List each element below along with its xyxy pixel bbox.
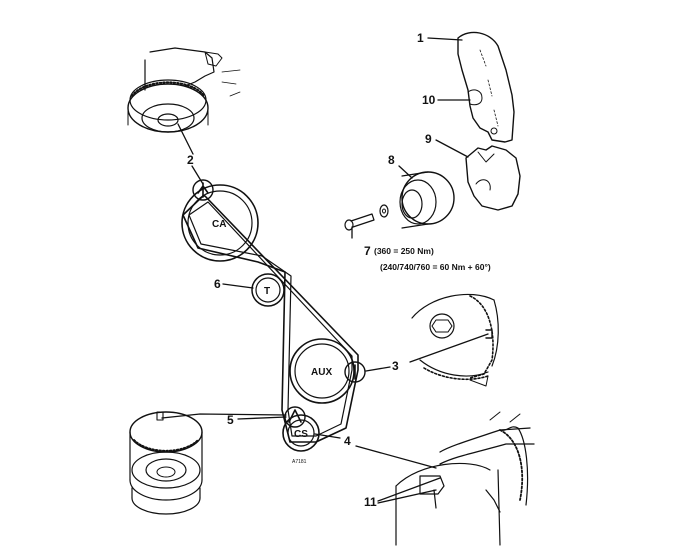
crankshaft-pulley-label: CS <box>294 429 308 440</box>
callout-11: 11 <box>364 495 377 509</box>
bolt-and-washer-7 <box>344 204 389 231</box>
pulley-part-8 <box>399 171 455 229</box>
callout-9: 9 <box>425 132 432 146</box>
figure-code: A7181 <box>292 459 307 465</box>
callout-7: 7 <box>364 244 371 258</box>
camshaft-housing-sketch <box>127 47 241 133</box>
lower-timing-cover <box>465 145 521 211</box>
callout-6: 6 <box>214 277 221 291</box>
tensioner-pulley: T <box>251 273 285 307</box>
timing-belt <box>182 195 359 443</box>
camshaft-pulley-label: CA <box>212 219 226 230</box>
auxiliary-pulley: AUX <box>289 338 355 404</box>
callout-numbers: 1 10 9 8 2 7 6 3 5 4 11 <box>187 31 436 509</box>
tensioner-pulley-label: T <box>264 286 270 297</box>
callout-1: 1 <box>417 31 424 45</box>
callout-3: 3 <box>392 359 399 373</box>
camshaft-pulley: CA <box>181 184 259 262</box>
crank-gear-detail-11 <box>395 411 535 546</box>
callout-10: 10 <box>422 93 436 107</box>
sprocket-detail-3 <box>411 293 499 387</box>
auxiliary-pulley-label: AUX <box>311 367 332 378</box>
crankshaft-gear-sketch <box>129 411 203 515</box>
torque-spec-360: (360 = 250 Nm) <box>374 246 434 256</box>
alignment-marks <box>192 179 366 428</box>
torque-spec-240-740-760: (240/740/760 = 60 Nm + 60°) <box>380 262 491 272</box>
crankshaft-pulley: CS <box>282 414 320 452</box>
callout-4: 4 <box>344 434 351 448</box>
callout-2: 2 <box>187 153 194 167</box>
callout-leaders <box>161 37 489 504</box>
callout-8: 8 <box>388 153 395 167</box>
callout-5: 5 <box>227 413 234 427</box>
upper-timing-cover <box>457 31 515 143</box>
